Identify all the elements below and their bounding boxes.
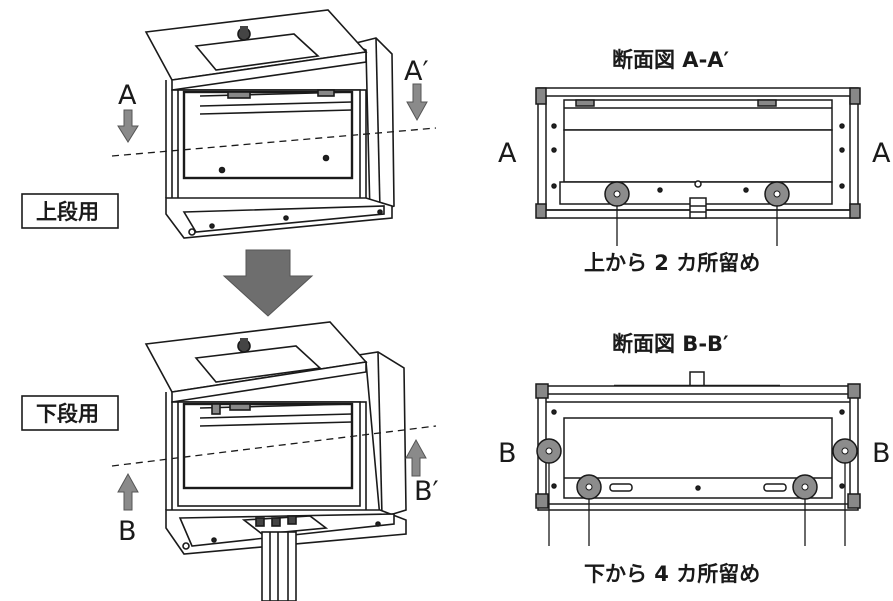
bolt-b-outer-right-center <box>841 447 849 455</box>
label-b-prime: B′ <box>414 476 439 507</box>
arrow-b-up <box>117 472 139 511</box>
section-a-right-label: A <box>872 138 891 169</box>
arrow-a-down <box>117 109 139 143</box>
lower-cabinet-illustration <box>144 321 407 601</box>
upper-tag: 上段用 <box>36 200 99 224</box>
upper-tag-box <box>21 193 119 229</box>
section-a-drawing <box>535 87 861 219</box>
section-b-left-label: B <box>498 438 517 469</box>
label-a-prime: A′ <box>404 56 429 87</box>
label-b: B <box>118 516 137 547</box>
arrow-a-prime-down <box>406 83 428 122</box>
support-pole <box>261 531 297 601</box>
section-b-right-label: B <box>872 438 891 469</box>
big-down-arrow <box>222 249 314 317</box>
bolt-b-outer-left-center <box>545 447 553 455</box>
section-b-title: 断面図 B-B′ <box>612 332 729 356</box>
section-a-title: 断面図 A-A′ <box>612 48 730 72</box>
lower-tag: 下段用 <box>36 402 99 426</box>
section-b-caption: 下から 4 カ所留め <box>584 562 760 586</box>
lower-lid-window <box>194 345 322 383</box>
upper-lid-window <box>194 33 320 71</box>
bolt-a-left-center <box>613 190 621 198</box>
section-line-a <box>111 127 437 157</box>
label-a: A <box>118 80 137 111</box>
section-a-caption: 上から 2 カ所留め <box>584 251 760 275</box>
section-a-left-label: A <box>498 138 517 169</box>
section-line-b <box>111 425 437 467</box>
bolt-b-inner-left-center <box>585 483 593 491</box>
upper-cabinet-illustration <box>144 9 395 239</box>
arrow-b-prime-up <box>405 438 427 477</box>
lower-tag-box <box>21 395 119 431</box>
bolt-b-inner-right-center <box>801 483 809 491</box>
bolt-a-right-center <box>773 190 781 198</box>
